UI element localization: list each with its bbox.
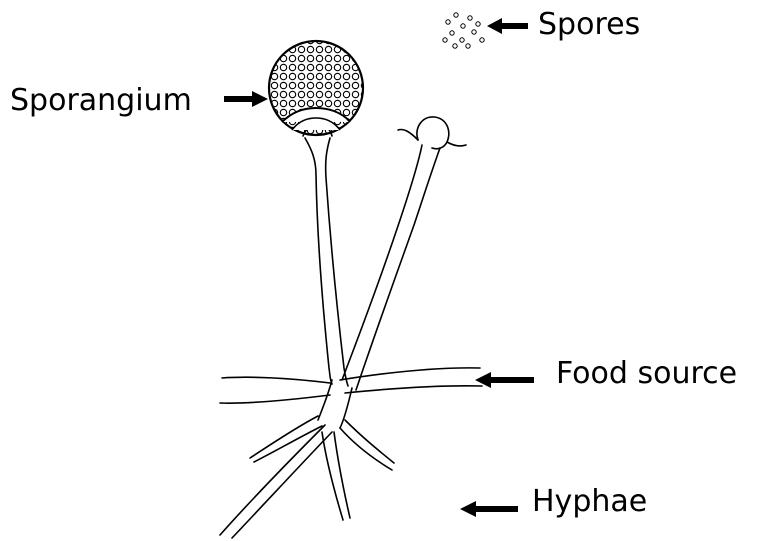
hyphae-label: Hyphae bbox=[532, 484, 647, 519]
sporangiophore-empty bbox=[342, 117, 466, 390]
spores-label: Spores bbox=[538, 7, 640, 42]
hyphae-network bbox=[220, 368, 482, 538]
sporangiophore-with-sporangium bbox=[303, 124, 348, 386]
sporangium-label: Sporangium bbox=[10, 83, 192, 118]
hyphae-arrow bbox=[460, 501, 518, 517]
sporangium bbox=[269, 41, 363, 135]
loose-spores bbox=[443, 13, 484, 48]
spores-arrow bbox=[487, 18, 528, 34]
sporangium-arrow bbox=[224, 91, 268, 107]
food-source-arrow bbox=[475, 372, 534, 388]
food-source-label: Food source bbox=[556, 356, 737, 391]
